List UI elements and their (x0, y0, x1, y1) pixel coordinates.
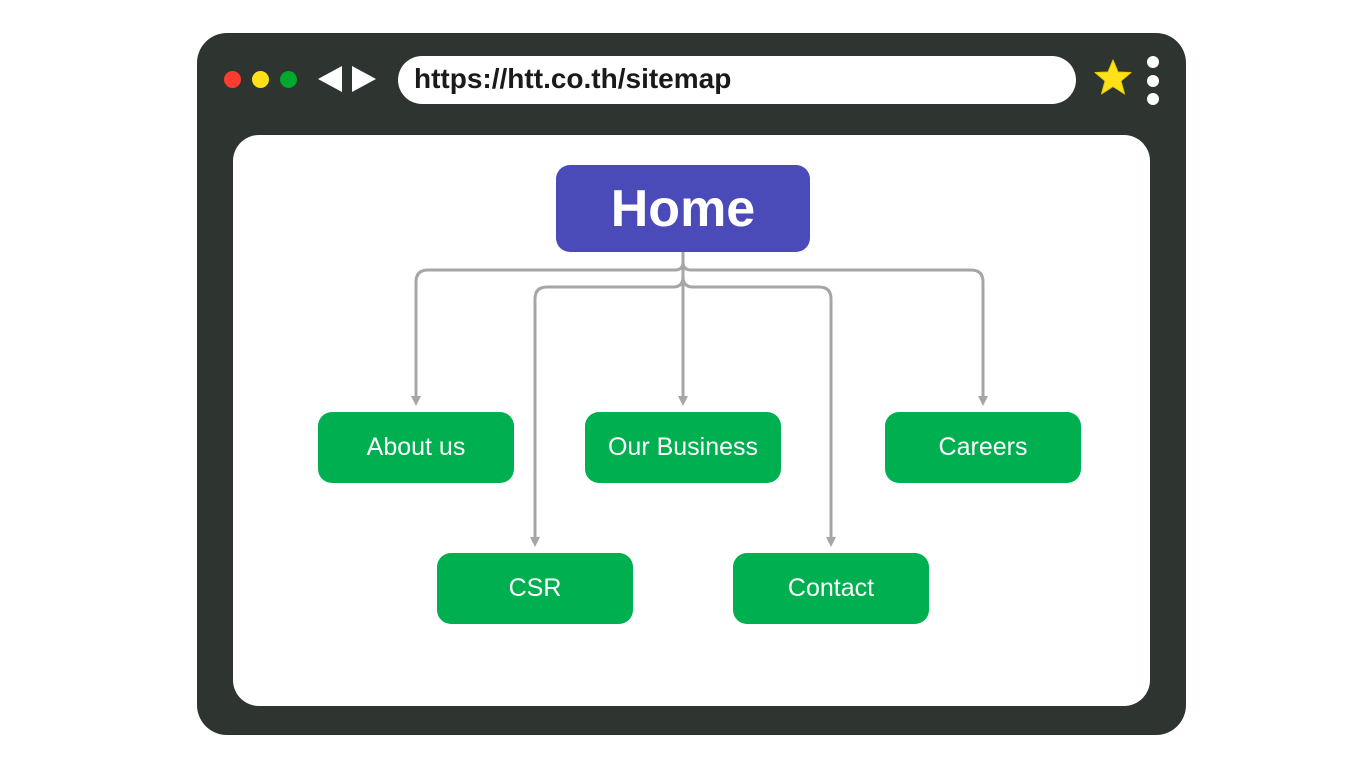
sitemap-node-contact[interactable]: Contact (733, 553, 929, 624)
connector-contact (681, 260, 836, 547)
connector-csr (530, 260, 685, 547)
node-label: Home (610, 179, 756, 238)
node-label: CSR (508, 574, 562, 602)
kebab-menu-icon[interactable] (1146, 56, 1160, 106)
node-label: Contact (787, 574, 875, 602)
url-text: https://htt.co.th/sitemap (414, 63, 732, 94)
forward-arrow-icon[interactable] (352, 66, 376, 92)
minimize-dot-icon[interactable] (252, 71, 269, 88)
star-icon[interactable] (1093, 58, 1133, 98)
sitemap-node-csr[interactable]: CSR (437, 553, 633, 624)
node-label: About us (366, 433, 466, 461)
node-label: Our Business (607, 433, 759, 461)
close-dot-icon[interactable] (224, 71, 241, 88)
connector-about-us (411, 250, 685, 406)
node-label: Careers (938, 433, 1028, 461)
sitemap-node-careers[interactable]: Careers (885, 412, 1081, 483)
sitemap-node-about-us[interactable]: About us (318, 412, 514, 483)
sitemap-node-home[interactable]: Home (556, 165, 810, 252)
address-bar[interactable]: https://htt.co.th/sitemap (398, 56, 1076, 104)
back-arrow-icon[interactable] (318, 66, 342, 92)
connector-careers (681, 250, 988, 406)
maximize-dot-icon[interactable] (280, 71, 297, 88)
sitemap-node-our-business[interactable]: Our Business (585, 412, 781, 483)
